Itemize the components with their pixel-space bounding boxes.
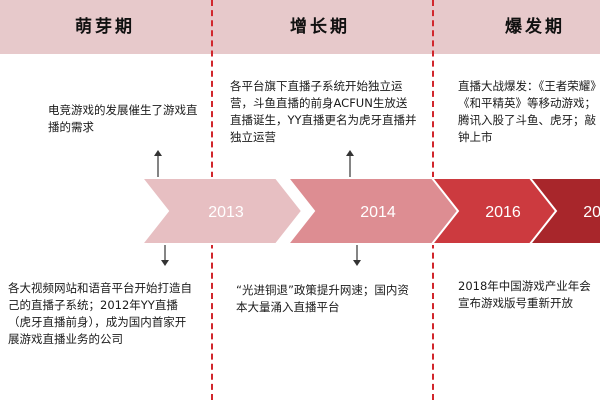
note-sprout-top: 电竞游戏的发展催生了游戏直播的需求 [48, 103, 198, 134]
note-sprout-bottom: 各大视频网站和语音平台开始打造自己的直播子系统；2012年YY直播（虎牙直播前身… [8, 281, 192, 346]
year-label-2013: 2013 [208, 204, 244, 221]
phase-header-band [0, 0, 600, 54]
year-label-2016: 2016 [485, 204, 521, 221]
note-growth-top: 各平台旗下直播子系统开始独立运营，斗鱼直播的前身ACFUN生放送直播诞生，YY直… [230, 79, 417, 144]
phase-title-sprout: 萌芽期 [75, 17, 135, 37]
year-label-2014: 2014 [360, 204, 396, 221]
note-boom-top: 直播大战爆发：《王者荣耀》《和平精英》等移动游戏；腾讯入股了斗鱼、虎牙；敲钟上市 [458, 79, 596, 144]
note-growth-bottom: “光进铜退”政策提升网速；国内资本大量涌入直播平台 [236, 283, 409, 314]
arrow-up-2013 [152, 150, 164, 178]
note-boom-bottom: 2018年中国游戏产业年会宣布游戏版号重新开放 [458, 279, 591, 310]
phase-title-growth: 增长期 [290, 17, 350, 37]
phase-title-boom: 爆发期 [505, 17, 565, 37]
arrow-up-2014 [344, 150, 356, 178]
year-label-2018: 2018 [583, 204, 600, 221]
year-chevron-2013 [139, 177, 304, 245]
year-chevron-2018 [527, 177, 600, 245]
